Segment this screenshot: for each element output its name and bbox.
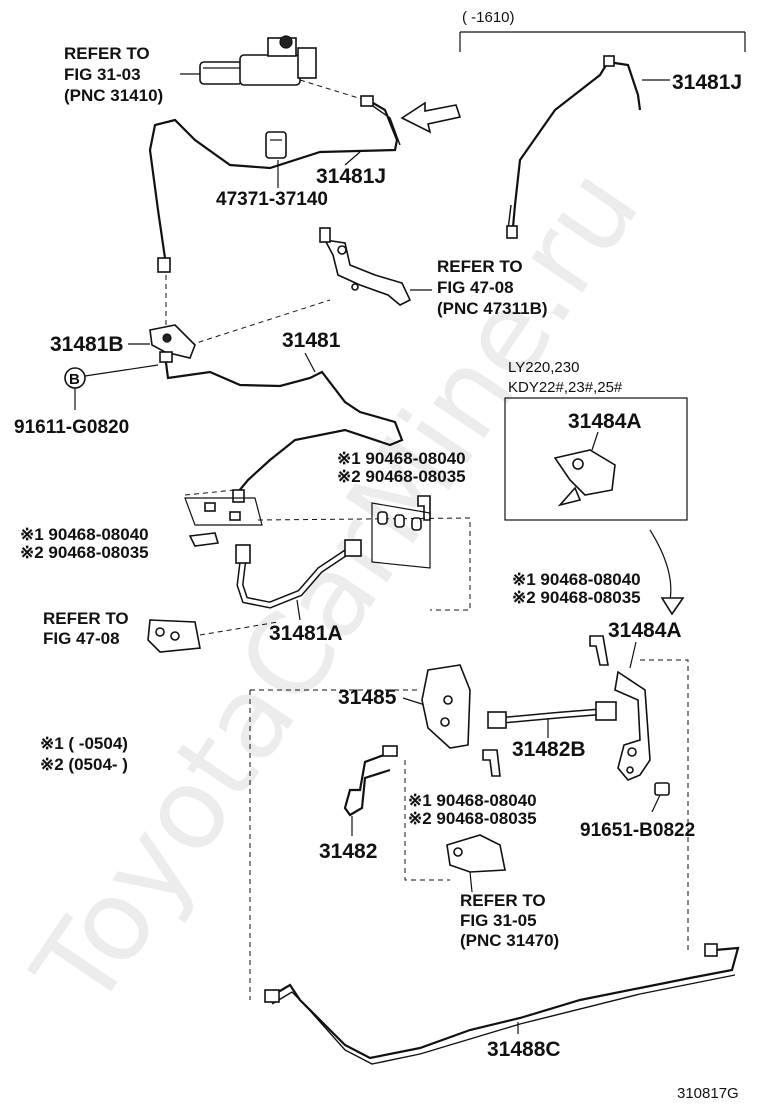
arrow-down-31484A	[660, 597, 685, 616]
circle-b-letter: B	[69, 371, 80, 388]
clip-upper	[417, 495, 431, 521]
clip-lower-line2: ※2 90468-08035	[408, 809, 537, 828]
ref-release-line1: REFER TO	[460, 891, 546, 910]
plate-left	[184, 497, 263, 526]
label-47371: 47371-37140	[216, 189, 328, 210]
ref-clamp-line2: FIG 47-08	[43, 629, 120, 648]
ref-clamp-line1: REFER TO	[43, 609, 129, 628]
bracket-31484A	[614, 670, 651, 781]
clip-right-line1: ※1 90468-08040	[512, 570, 641, 589]
clamp-47371	[265, 131, 287, 159]
label-91651: 91651-B0822	[580, 820, 695, 841]
note-2: ※2 (0504- )	[40, 755, 128, 774]
ref-bracket-line1: REFER TO	[437, 257, 523, 276]
label-31485: 31485	[338, 686, 397, 709]
clip-lower	[482, 749, 501, 777]
figure-code: 310817G	[677, 1085, 739, 1102]
label-31482B: 31482B	[512, 738, 586, 761]
plate-right	[371, 502, 431, 569]
ref-release-line2: FIG 31-05	[460, 911, 537, 930]
bolt-B-callout: B	[64, 364, 159, 410]
pipe-31481J-right	[506, 55, 642, 239]
range-top-label: ( -1610)	[462, 9, 515, 26]
clip-lower-line1: ※1 90468-08040	[408, 791, 537, 810]
hose-31481A	[235, 539, 362, 609]
release-cylinder	[446, 834, 506, 873]
ref-master-line1: REFER TO	[64, 44, 150, 63]
label-31481A: 31481A	[269, 622, 343, 645]
range-bracket-top	[459, 31, 746, 52]
ref-master-line3: (PNC 31410)	[64, 86, 163, 105]
clip-right-line2: ※2 90468-08035	[512, 588, 641, 607]
model-box-frame	[504, 397, 688, 521]
ref-release-line3: (PNC 31470)	[460, 931, 559, 950]
bolt-91651	[651, 782, 670, 813]
label-31484A: 31484A	[608, 619, 682, 642]
bracket-47311B	[319, 227, 412, 306]
ref-bracket-line2: FIG 47-08	[437, 278, 514, 297]
note-1: ※1 ( -0504)	[40, 734, 128, 753]
clamp-47-08	[147, 619, 201, 653]
label-31488C: 31488C	[487, 1038, 561, 1061]
model-line2: KDY22#,23#,25#	[508, 379, 623, 396]
label-31482: 31482	[319, 840, 377, 863]
clip-left-line1: ※1 90468-08040	[20, 525, 149, 544]
pipe-31488C	[264, 943, 740, 1065]
label-31484A-box: 31484A	[568, 410, 642, 433]
clip-left-line2: ※2 90468-08035	[20, 543, 149, 562]
clip-upper-line1: ※1 90468-08040	[337, 449, 466, 468]
label-31481J-left: 31481J	[316, 165, 386, 188]
clip-upper-line2: ※2 90468-08035	[337, 467, 466, 486]
label-31481: 31481	[282, 329, 341, 352]
ref-bracket-line3: (PNC 47311B)	[437, 299, 548, 318]
pipe-31482	[343, 745, 398, 817]
hose-31482B	[487, 701, 617, 729]
bracket-31485	[421, 664, 471, 749]
clip-right	[589, 635, 609, 666]
direction-arrow	[400, 101, 462, 134]
bracket-31481B	[149, 324, 196, 359]
master-cylinder	[199, 35, 317, 86]
pipe-31481	[159, 351, 404, 503]
label-31481B: 31481B	[50, 333, 124, 356]
bracket-31484A-box	[553, 449, 616, 507]
ref-master-line2: FIG 31-03	[64, 65, 141, 84]
pipe-31481J-left	[148, 95, 401, 273]
model-line1: LY220,230	[508, 359, 579, 376]
clip-left	[188, 532, 220, 547]
label-91611: 91611-G0820	[14, 417, 129, 438]
label-31481J-right: 31481J	[672, 71, 742, 94]
